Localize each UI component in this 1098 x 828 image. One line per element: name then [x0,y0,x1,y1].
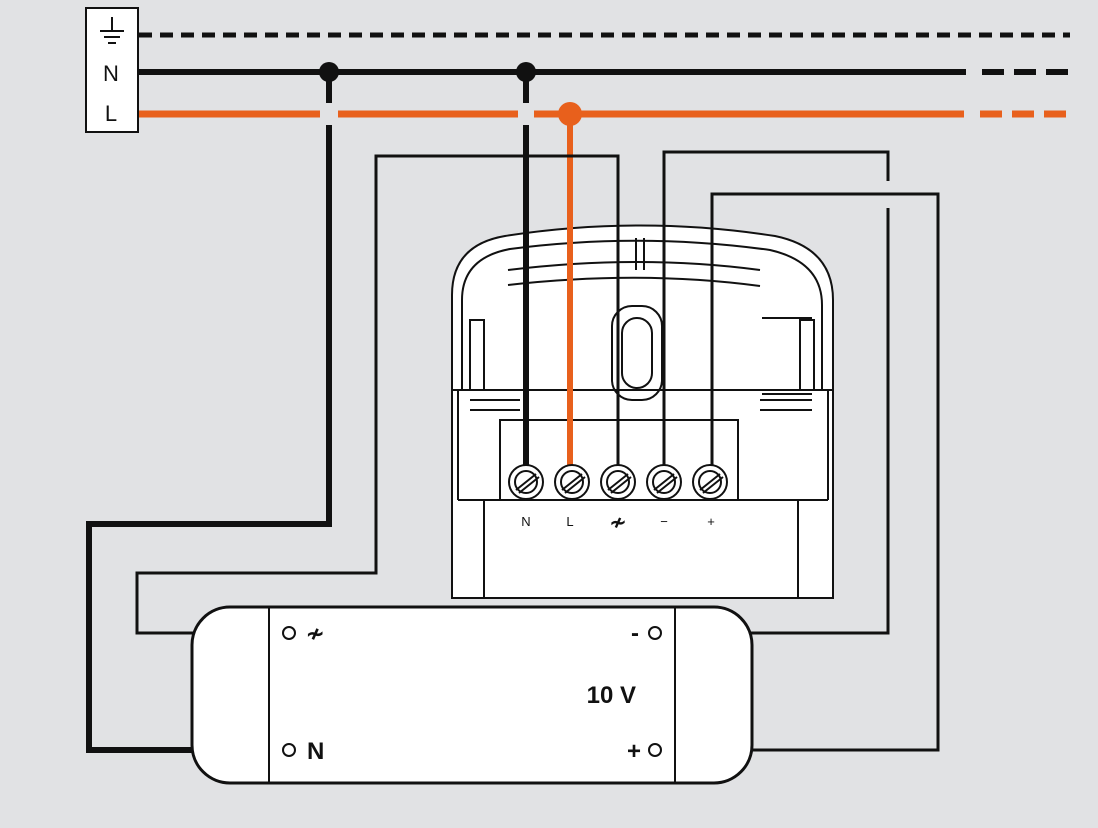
driver-label-ac: ≁ [306,621,324,646]
screw-terminal-minus [646,464,682,500]
terminal-label-plus: + [707,514,715,529]
crossing-gap [320,103,338,125]
screw-terminal-plus [692,464,728,500]
device-shell-inner [461,239,823,390]
device-shell [451,224,834,599]
wire-dimmed-output [135,154,620,635]
driver-terminal-n-dot [282,743,296,757]
wire-driver-n [86,72,332,753]
crossing-gap [518,103,534,125]
wire-plus [662,192,940,752]
screw-terminal-ac [600,464,636,500]
driver-label-minus: - [631,620,639,647]
driver-terminal-minus-dot [648,626,662,640]
driver-label-plus: + [627,738,641,765]
device-terminals [508,464,728,500]
terminal-label-n: N [521,514,530,529]
driver-terminal-ac-dot [282,626,296,640]
driver-voltage: 10 V [587,682,636,709]
bus-label-n: N [103,61,119,86]
driver-terminal-plus-dot [648,743,662,757]
led-driver: ≁ N - + 10 V [190,605,754,785]
terminal-label-l: L [566,514,573,529]
device-rib [507,276,761,287]
screw-terminal-n [508,464,544,500]
driver-body [190,605,754,785]
dimmer-device [451,224,834,599]
wire-minus [662,150,890,470]
supply-bus: N L [85,7,1070,133]
earth-icon [100,17,124,44]
device-slot-frame [611,305,663,401]
terminal-label-minus: − [660,514,668,529]
bus-label-l: L [105,101,117,126]
device-slot [621,317,653,389]
terminal-label-ac: ≁ [610,512,627,534]
driver-label-n: N [307,738,324,765]
screw-terminal-l [554,464,590,500]
